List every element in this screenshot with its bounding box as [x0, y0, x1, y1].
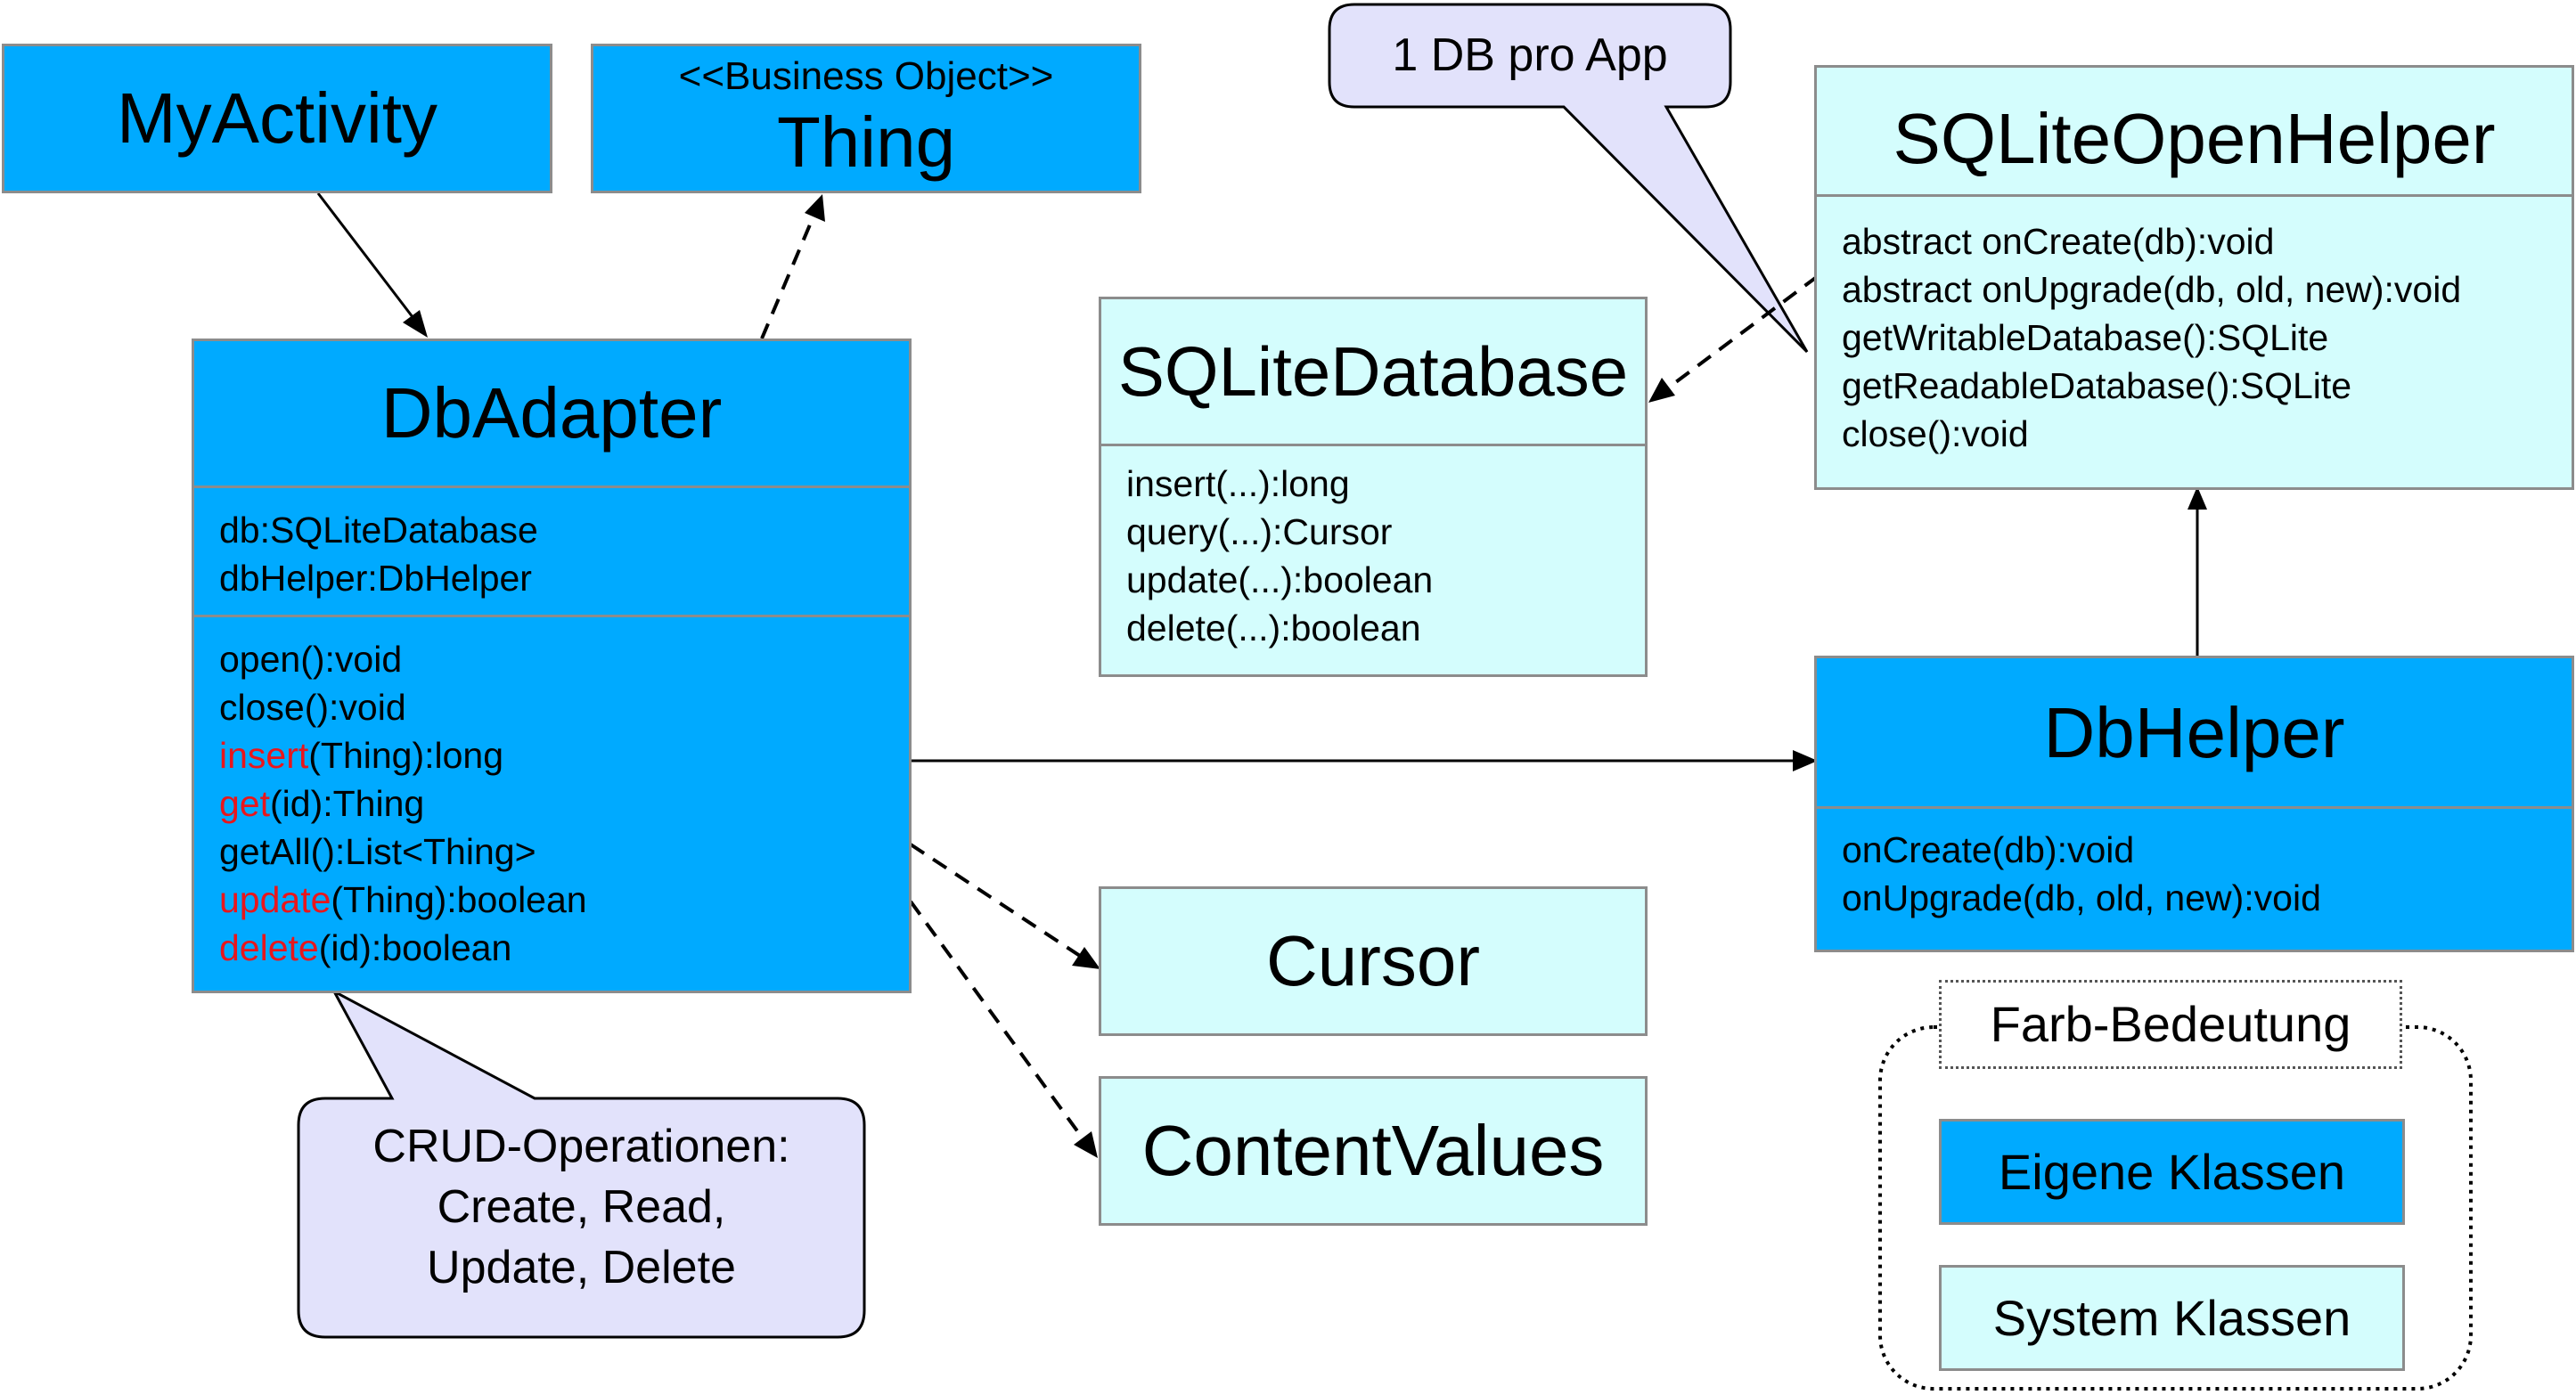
callout-crud-line-1: CRUD-Operationen:: [372, 1121, 790, 1172]
legend-system-classes: System Klassen: [1939, 1265, 2405, 1371]
class-thing-name: Thing: [776, 102, 956, 182]
attribute: dbHelper:DbHelper: [219, 558, 532, 599]
method: close():void: [1842, 413, 2029, 454]
dep-dbadapter-contentvalues: [909, 900, 1087, 1144]
method: onCreate(db):void: [1842, 829, 2135, 870]
callout-crud-line-2: Create, Read,: [437, 1181, 726, 1233]
method: update(...):boolean: [1126, 559, 1434, 600]
class-sqlitedatabase-divider: [1101, 444, 1645, 446]
method: onUpgrade(db, old, new):void: [1842, 877, 2321, 918]
method-name-crud: insert: [219, 735, 309, 776]
class-dbadapter-methods: open():void close():void insert(Thing):l…: [219, 635, 587, 972]
method-name-crud: delete: [219, 927, 319, 968]
method: getReadableDatabase():SQLite: [1842, 365, 2352, 406]
legend-own-classes: Eigene Klassen: [1939, 1119, 2405, 1225]
dep-openhelper-sqlitedatabase: [1664, 274, 1820, 391]
method-signature: ():List<Thing>: [310, 831, 536, 872]
class-sqliteopenhelper-methods: abstract onCreate(db):void abstract onUp…: [1842, 217, 2461, 458]
method-signature: (id):boolean: [318, 927, 512, 968]
arrowhead-dbadapter-contentvalues: [1074, 1131, 1098, 1158]
class-sqlitedatabase: SQLiteDatabase insert(...):long query(..…: [1099, 297, 1648, 677]
method-signature: ():void: [304, 687, 406, 728]
class-dbhelper: DbHelper onCreate(db):void onUpgrade(db,…: [1814, 656, 2574, 952]
class-dbadapter-divider-1: [194, 485, 909, 488]
arrowhead-dbhelper-openhelper: [2188, 486, 2207, 510]
class-dbadapter-attributes: db:SQLiteDatabase dbHelper:DbHelper: [219, 506, 538, 602]
method-signature: (Thing):long: [308, 735, 504, 776]
callout-crud-line-3: Update, Delete: [427, 1242, 736, 1293]
arrowhead-dbadapter-cursor: [1072, 947, 1100, 969]
method: update(Thing):boolean: [219, 876, 587, 924]
class-dbadapter: DbAdapter db:SQLiteDatabase dbHelper:DbH…: [192, 339, 912, 993]
callout-db-per-app: 1 DB pro App: [1392, 29, 1668, 81]
class-sqliteopenhelper: SQLiteOpenHelper abstract onCreate(db):v…: [1814, 65, 2574, 490]
class-dbhelper-name: DbHelper: [2043, 693, 2345, 772]
method: abstract onCreate(db):void: [1842, 221, 2275, 262]
method: insert(Thing):long: [219, 731, 587, 779]
callout-crud: CRUD-Operationen: Create, Read, Update, …: [298, 1116, 864, 1298]
method: abstract onUpgrade(db, old, new):void: [1842, 269, 2462, 310]
method: getAll():List<Thing>: [219, 828, 587, 876]
arrowhead-dbadapter-dbhelper: [1793, 750, 1818, 771]
method-name: getAll: [219, 831, 311, 872]
arrowhead-openhelper-sqlitedatabase: [1648, 378, 1675, 403]
class-thing: <<Business Object>> Thing: [591, 44, 1141, 193]
class-myactivity-name: MyActivity: [117, 78, 438, 158]
method: query(...):Cursor: [1126, 511, 1393, 552]
method: delete(id):boolean: [219, 924, 587, 972]
method: getWritableDatabase():SQLite: [1842, 317, 2329, 358]
callout-db-per-app-bubble: [1328, 3, 1809, 354]
method-name-crud: get: [219, 783, 270, 824]
method-signature: ():void: [300, 639, 403, 680]
arrowhead-myactivity-dbadapter: [403, 310, 428, 338]
class-sqliteopenhelper-divider: [1817, 194, 2572, 197]
class-dbadapter-name: DbAdapter: [380, 373, 723, 453]
method: open():void: [219, 635, 587, 683]
legend-title: Farb-Bedeutung: [1939, 980, 2402, 1069]
attribute: db:SQLiteDatabase: [219, 510, 538, 551]
method: delete(...):boolean: [1126, 608, 1421, 649]
method: get(id):Thing: [219, 779, 587, 828]
class-sqlitedatabase-name: SQLiteDatabase: [1117, 332, 1629, 411]
arrowhead-dbadapter-thing: [805, 194, 825, 222]
class-contentvalues: ContentValues: [1099, 1076, 1648, 1226]
class-dbhelper-methods: onCreate(db):void onUpgrade(db, old, new…: [1842, 826, 2321, 922]
legend-own-classes-label: Eigene Klassen: [1998, 1144, 2346, 1200]
assoc-myactivity-dbadapter: [316, 192, 421, 326]
method-name-crud: update: [219, 879, 331, 920]
method: insert(...):long: [1126, 463, 1350, 504]
class-thing-stereotype: <<Business Object>>: [678, 54, 1054, 98]
legend-system-classes-label: System Klassen: [1992, 1290, 2351, 1346]
method-signature: (Thing):boolean: [331, 879, 587, 920]
dep-dbadapter-cursor: [909, 843, 1084, 959]
class-cursor: Cursor: [1099, 886, 1648, 1036]
class-sqliteopenhelper-name: SQLiteOpenHelper: [1893, 99, 2496, 178]
class-sqlitedatabase-methods: insert(...):long query(...):Cursor updat…: [1126, 460, 1433, 652]
callout-crud-bubble: [297, 988, 866, 1339]
method: close():void: [219, 683, 587, 731]
class-contentvalues-name: ContentValues: [1141, 1111, 1605, 1190]
method-name: close: [219, 687, 305, 728]
class-dbhelper-divider: [1817, 806, 2572, 809]
method-name: open: [219, 639, 301, 680]
method-signature: (id):Thing: [270, 783, 425, 824]
class-dbadapter-divider-2: [194, 615, 909, 617]
class-myactivity: MyActivity: [2, 44, 552, 193]
dep-dbadapter-thing: [760, 211, 817, 339]
class-cursor-name: Cursor: [1265, 921, 1481, 1000]
